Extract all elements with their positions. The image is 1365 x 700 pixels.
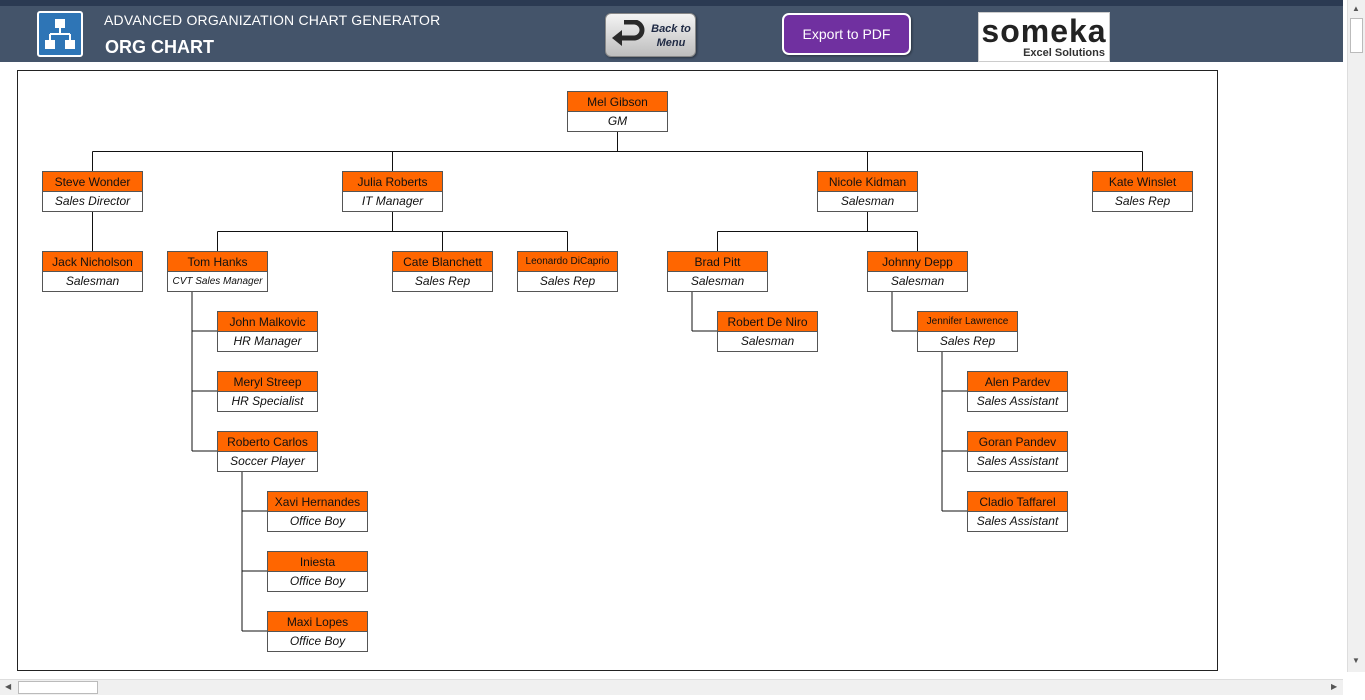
org-node-name: Meryl Streep [218,372,317,392]
brand-name: someka [981,13,1107,49]
export-pdf-button[interactable]: Export to PDF [782,13,911,55]
org-chart-icon [37,11,83,57]
back-to-menu-button[interactable]: Back to Menu [605,13,696,57]
org-node-name: Steve Wonder [43,172,142,192]
horizontal-scroll-thumb[interactable] [18,681,98,694]
org-node-name: Alen Pardev [968,372,1067,392]
org-node-name: Julia Roberts [343,172,442,192]
org-node-role: Office Boy [289,634,346,648]
org-node-role: Office Boy [289,574,346,588]
org-node-name: Nicole Kidman [818,172,917,192]
brand-logo: someka Excel Solutions [978,12,1110,62]
app-title: ADVANCED ORGANIZATION CHART GENERATOR [104,12,441,28]
org-node-role: Sales Assistant [976,394,1059,408]
connector-lines [92,132,1143,632]
org-node-meryl[interactable]: Meryl Streep HR Specialist [217,371,318,412]
org-node-role: GM [607,114,628,128]
org-node-name: Leonardo DiCaprio [518,252,617,272]
org-node-name: John Malkovic [218,312,317,332]
org-node-role: Sales Rep [539,274,596,288]
org-node-role: Sales Rep [414,274,471,288]
back-to-menu-label: Back to Menu [651,23,691,49]
page-title: ORG CHART [105,37,214,57]
org-node-role: Soccer Player [230,454,305,468]
org-node-name: Xavi Hernandes [268,492,367,512]
org-node-role: IT Manager [361,194,424,208]
org-node-role: Salesman [740,334,795,348]
header-bar: ADVANCED ORGANIZATION CHART GENERATOR OR… [0,0,1343,62]
org-node-role: Salesman [840,194,895,208]
scroll-up-icon[interactable]: ▲ [1352,4,1360,13]
org-node-role: Salesman [65,274,120,288]
scroll-right-icon[interactable]: ▶ [1331,682,1338,691]
org-node-role: Salesman [890,274,945,288]
org-node-role: Sales Assistant [976,454,1059,468]
org-node-name: Johnny Depp [868,252,967,272]
vertical-scrollbar[interactable]: ▲ ▼ [1347,0,1365,672]
org-node-name: Brad Pitt [668,252,767,272]
brand-subtitle: Excel Solutions [1023,47,1105,59]
org-node-role: Sales Rep [939,334,996,348]
scroll-left-icon[interactable]: ◀ [5,682,12,691]
org-node-julia[interactable]: Julia Roberts IT Manager [342,171,443,212]
org-node-name: Cate Blanchett [393,252,492,272]
org-node-role: Sales Director [54,194,131,208]
org-node-malkovic[interactable]: John Malkovic HR Manager [217,311,318,352]
org-node-role: Salesman [690,274,745,288]
org-node-role: HR Specialist [231,394,304,408]
org-node-name: Maxi Lopes [268,612,367,632]
org-node-name: Jennifer Lawrence [918,312,1017,332]
scroll-down-icon[interactable]: ▼ [1352,656,1360,665]
org-node-name: Iniesta [268,552,367,572]
back-arrow-icon [612,19,646,52]
org-node-name: Kate Winslet [1093,172,1192,192]
org-node-name: Cladio Taffarel [968,492,1067,512]
org-node-role: Sales Assistant [976,514,1059,528]
org-node-name: Roberto Carlos [218,432,317,452]
org-node-name: Mel Gibson [568,92,667,112]
vertical-scroll-thumb[interactable] [1350,18,1363,53]
org-node-role: Sales Rep [1114,194,1171,208]
org-node-name: Goran Pandev [968,432,1067,452]
horizontal-scrollbar[interactable]: ◀ ▶ [0,679,1343,695]
org-node-role: HR Manager [233,334,302,348]
org-node-name: Robert De Niro [718,312,817,332]
org-node-role: Office Boy [289,514,346,528]
org-node-name: Jack Nicholson [43,252,142,272]
org-node-name: Tom Hanks [168,252,267,272]
org-node-role: CVT Sales Manager [172,276,263,287]
